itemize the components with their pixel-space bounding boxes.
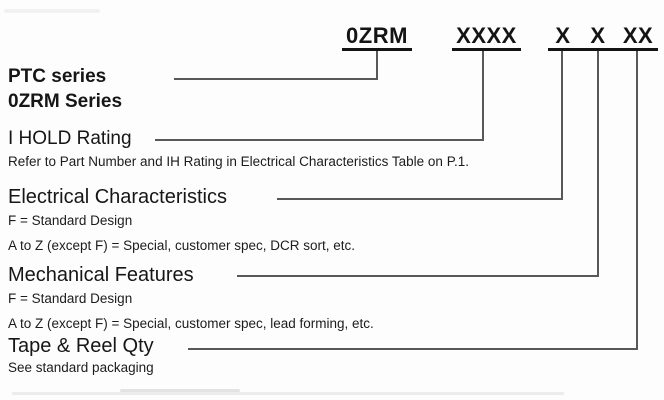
connector-line-mechanical <box>237 51 599 277</box>
ihold-rating-description: Refer to Part Number and IH Rating in El… <box>8 154 469 169</box>
ihold-rating-title: I HOLD Rating <box>8 128 132 149</box>
tape-reel-title: Tape & Reel Qty <box>8 335 154 357</box>
section-ptc-series: PTC series 0ZRM Series <box>8 65 122 114</box>
code-series-text: 0ZRM <box>346 23 408 48</box>
ptc-series-title: PTC series <box>8 66 107 87</box>
electrical-title: Electrical Characteristics <box>8 186 227 208</box>
code-suffix-mechanical-x: X <box>590 23 606 48</box>
connector-line-electrical <box>277 51 563 200</box>
section-electrical-characteristics: Electrical Characteristics F = Standard … <box>8 187 355 254</box>
scan-artifact-top <box>4 9 100 13</box>
code-segment-ihold: XXXX <box>452 23 521 51</box>
code-segment-suffix: X X XX <box>548 23 658 51</box>
connector-line-tape-reel <box>188 51 638 350</box>
section-mechanical-features: Mechanical Features F = Standard Design … <box>8 265 374 332</box>
electrical-special-note: A to Z (except F) = Special, customer sp… <box>8 238 355 253</box>
connector-line-ihold-rating <box>155 51 484 141</box>
mechanical-standard-design: F = Standard Design <box>8 291 133 306</box>
code-suffix-electrical-x: X <box>555 23 571 48</box>
scan-artifact-bottom-specks <box>120 389 240 392</box>
code-segment-series: 0ZRM <box>342 23 412 51</box>
tape-reel-description: See standard packaging <box>8 360 154 375</box>
electrical-standard-design: F = Standard Design <box>8 213 133 228</box>
section-ihold-rating: I HOLD Rating Refer to Part Number and I… <box>8 128 469 170</box>
connector-line-ptc-series <box>174 51 378 80</box>
scan-artifact-bottom-line <box>12 392 564 395</box>
mechanical-special-note: A to Z (except F) = Special, customer sp… <box>8 316 374 331</box>
mechanical-title: Mechanical Features <box>8 264 194 286</box>
ptc-series-subtitle: 0ZRM Series <box>8 91 123 112</box>
section-tape-reel-qty: Tape & Reel Qty See standard packaging <box>8 336 154 376</box>
code-suffix-tape-reel-xx: XX <box>622 23 654 48</box>
code-ihold-text: XXXX <box>456 23 517 48</box>
